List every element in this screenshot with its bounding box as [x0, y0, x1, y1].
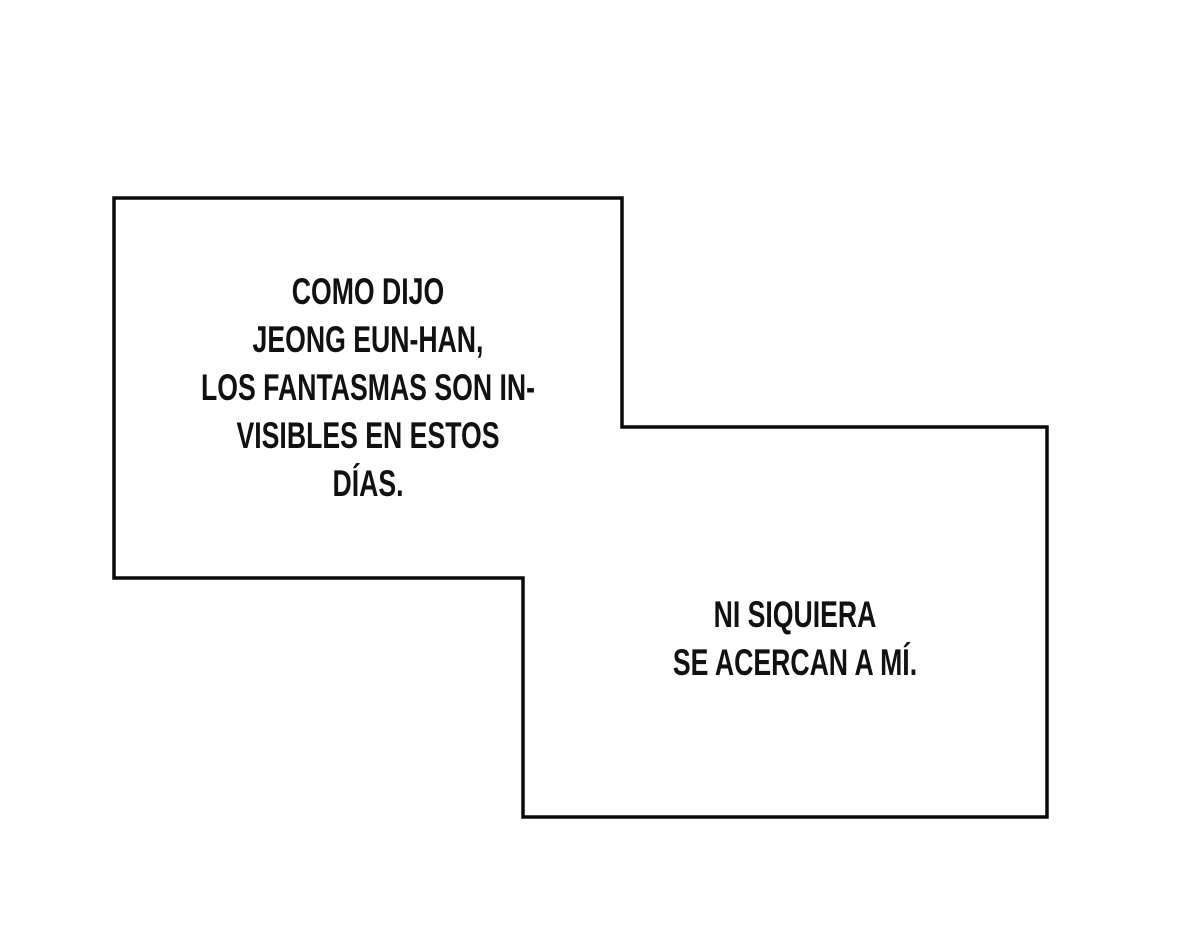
speech-line: JEONG EUN-HAN, — [252, 319, 484, 360]
speech-text-block-2: NI SIQUIERA SE ACERCAN A MÍ. — [606, 591, 983, 687]
speech-line: VISIBLES EN ESTOS — [236, 415, 500, 456]
speech-line: COMO DIJO — [291, 271, 445, 312]
speech-line: LOS FANTASMAS SON IN- — [201, 367, 535, 408]
speech-panel-polygon — [112, 196, 1049, 819]
speech-line: SE ACERCAN A MÍ. — [672, 642, 918, 683]
speech-text-block-1: COMO DIJO JEONG EUN-HAN, LOS FANTASMAS S… — [185, 268, 551, 508]
speech-line: NI SIQUIERA — [713, 594, 877, 635]
speech-line: DÍAS. — [332, 463, 404, 504]
